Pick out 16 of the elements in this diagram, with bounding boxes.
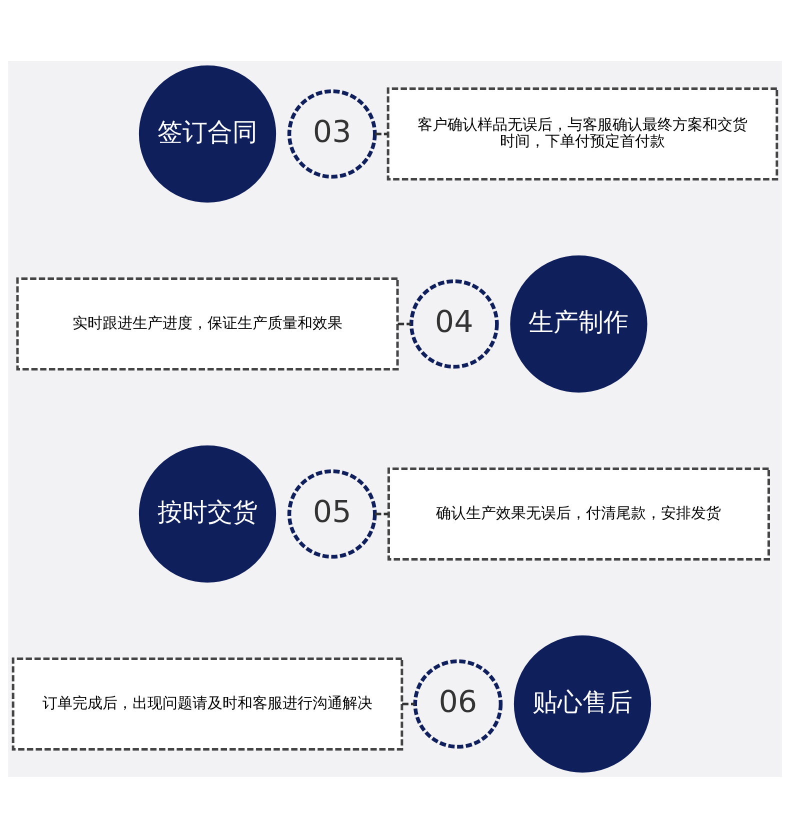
node-circle: 签订合同 bbox=[138, 65, 276, 203]
node-circle: 贴心售后 bbox=[514, 635, 652, 773]
connector bbox=[374, 512, 388, 516]
node-box: 实时跟进生产进度，保证生产质量和效果 bbox=[16, 277, 399, 371]
node-circle: 生产制作 bbox=[510, 255, 648, 393]
node-circle: 按时交货 bbox=[138, 445, 276, 583]
node-circle: 03 bbox=[287, 89, 377, 179]
connector bbox=[402, 702, 415, 706]
node-box: 订单完成后，出现问题请及时和客服进行沟通解决 bbox=[12, 657, 404, 751]
node-circle: 05 bbox=[287, 469, 377, 559]
node-box: 确认生产效果无误后，付清尾款，安排发货 bbox=[387, 467, 770, 561]
node-box: 客户确认样品无误后，与客服确认最终方案和交货时间，下单付预定首付款 bbox=[386, 87, 778, 181]
connector bbox=[398, 322, 411, 326]
connector bbox=[375, 132, 388, 136]
node-circle: 06 bbox=[413, 659, 503, 749]
node-circle: 04 bbox=[409, 279, 499, 369]
